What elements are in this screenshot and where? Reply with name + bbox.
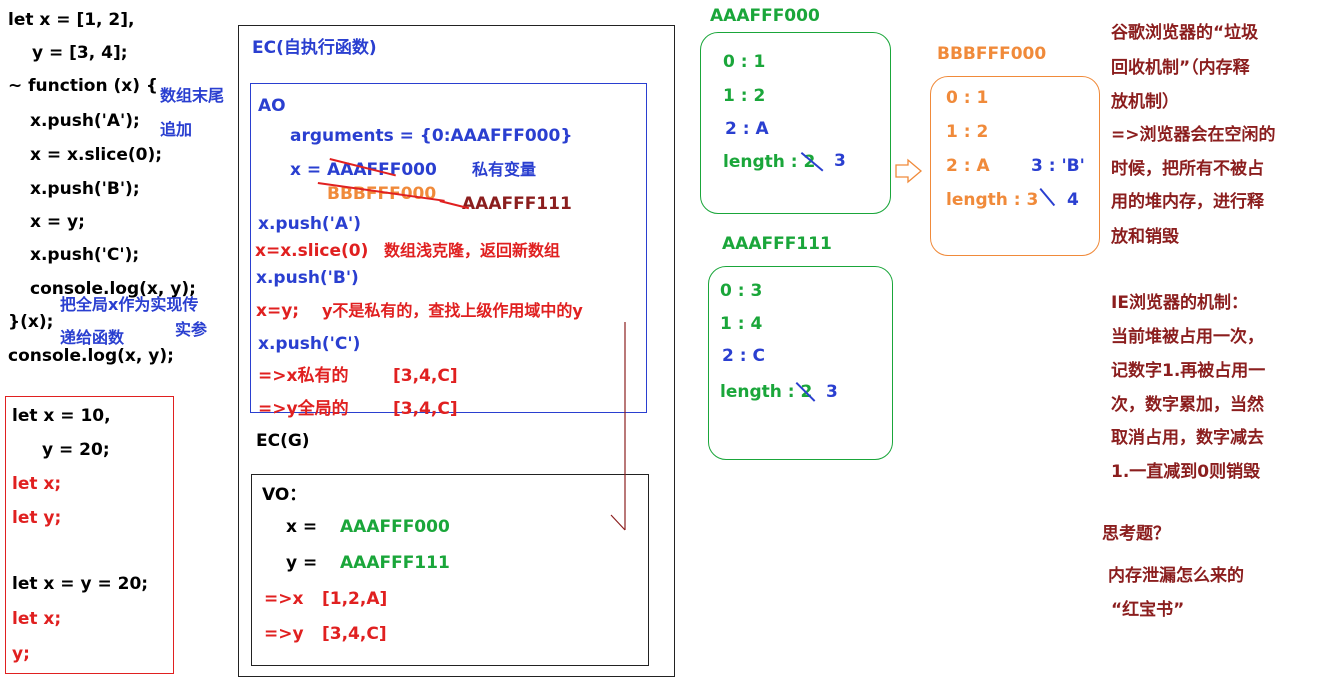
result-value: [3,4,C] — [393, 399, 458, 419]
code-line: x.push('C'); — [30, 245, 140, 265]
ec-outer-box — [238, 25, 675, 677]
heap-length-new: 3 — [826, 382, 838, 402]
heap-entry: 0 : 1 — [723, 52, 766, 72]
code-line: y; — [12, 644, 30, 664]
annotation-note: 实参 — [175, 320, 208, 339]
heap-entry: 0 : 1 — [946, 88, 989, 108]
vo-box — [251, 474, 649, 666]
scope-arrow — [610, 322, 626, 531]
vo-y-value: AAAFFF111 — [340, 553, 450, 573]
annotation-note: 把全局x作为实现传 — [60, 295, 199, 314]
heap-label: BBBFFF000 — [937, 44, 1047, 64]
heap-box-aaafff000 — [700, 32, 891, 214]
code-line: y = 20; — [42, 440, 110, 460]
code-line: let x = y = 20; — [12, 574, 149, 594]
code-line: }(x); — [8, 312, 54, 332]
aaa111-address: AAAFFF111 — [462, 194, 572, 214]
code-line: y = [3, 4]; — [32, 43, 128, 63]
question-text: “红宝书” — [1111, 600, 1185, 620]
ao-label: AO — [258, 96, 286, 116]
code-line: console.log(x, y); — [8, 346, 174, 366]
heap-entry: 1 : 4 — [720, 314, 763, 334]
note-line: 用的堆内存，进行释 — [1111, 192, 1264, 212]
heap-entry: 2 : C — [722, 346, 765, 366]
step-line: x=y; — [256, 301, 300, 321]
note-line: 次，数字累加，当然 — [1111, 395, 1264, 415]
heap-entry: 1 : 2 — [946, 122, 989, 142]
result-value: [3,4,C] — [393, 366, 458, 386]
annotation-note: 数组末尾 — [160, 86, 225, 105]
x-assign: x = AAAFFF000 — [290, 160, 437, 180]
heap-length: length : 2 — [720, 382, 813, 402]
heap-length-new: 3 — [834, 151, 846, 171]
heap-length: length : 3 — [946, 190, 1039, 210]
annotation-note: 追加 — [160, 120, 193, 139]
note-line: 时候，把所有不被占 — [1111, 159, 1264, 179]
vo-result: =>x — [264, 589, 304, 609]
vo-result: =>y — [264, 624, 304, 644]
ecg-label: EC(G) — [256, 431, 310, 451]
red-code-box — [5, 396, 174, 674]
heap-label: AAAFFF111 — [722, 234, 832, 254]
code-line: let x = [1, 2], — [8, 10, 135, 30]
note-line: 回收机制”（内存释 — [1111, 58, 1250, 78]
code-line: let y; — [12, 508, 62, 528]
result-line: =>x私有的 — [258, 366, 349, 386]
heap-box-bbbfff000 — [930, 76, 1100, 256]
private-var-note: 私有变量 — [472, 160, 537, 179]
heap-box-aaafff111 — [708, 266, 893, 460]
question-title: 思考题？ — [1102, 524, 1170, 544]
heap-length-new: 4 — [1067, 190, 1079, 210]
code-line: ~ function (x) { — [8, 76, 159, 96]
note-line: 取消占用，数字减去 — [1111, 428, 1264, 448]
code-line: let x; — [12, 474, 62, 494]
heap-length: length : 2 — [723, 152, 816, 172]
note-line: 记数字1.再被占用一 — [1111, 361, 1266, 381]
step-note: 数组浅克隆，返回新数组 — [384, 241, 561, 260]
step-line: x.push('B') — [256, 268, 359, 288]
vo-result-value: [1,2,A] — [322, 589, 388, 609]
bbb-address: BBBFFF000 — [327, 184, 437, 204]
note-line: =>浏览器会在空闲的 — [1111, 125, 1276, 145]
note-line: 当前堆被占用一次， — [1111, 327, 1264, 347]
heap-entry: 2 : A — [725, 119, 769, 139]
heap-entry: 2 : A — [946, 156, 990, 176]
vo-result-value: [3,4,C] — [322, 624, 387, 644]
heap-entry: 1 : 2 — [723, 86, 766, 106]
vo-x-value: AAAFFF000 — [340, 517, 450, 537]
note-line: 1.一直减到0则销毁 — [1111, 462, 1261, 482]
hollow-arrow-icon — [895, 158, 923, 184]
ao-box — [250, 83, 647, 413]
code-line: x.push('A'); — [30, 111, 140, 131]
vo-x: x = — [286, 517, 318, 537]
code-line: x = x.slice(0); — [30, 145, 163, 165]
note-line: 谷歌浏览器的“垃圾 — [1111, 23, 1259, 43]
step-line: x.push('C') — [258, 334, 361, 354]
heap-entry: 3 : 'B' — [1031, 156, 1085, 176]
vo-label: VO： — [262, 485, 307, 505]
ec-title: EC(自执行函数) — [252, 38, 377, 58]
step-line: x=x.slice(0) — [255, 241, 369, 261]
heap-entry: 0 : 3 — [720, 281, 763, 301]
step-line: x.push('A') — [258, 214, 362, 234]
heap-label: AAAFFF000 — [710, 6, 820, 26]
code-line: x = y; — [30, 212, 85, 232]
code-line: x.push('B'); — [30, 179, 140, 199]
annotation-note: 递给函数 — [60, 328, 125, 347]
vo-y: y = — [286, 553, 318, 573]
result-line: =>y全局的 — [258, 399, 349, 419]
step-note: y不是私有的，查找上级作用域中的y — [322, 301, 583, 320]
code-line: let x = 10, — [12, 406, 111, 426]
code-line: let x; — [12, 609, 62, 629]
note-line: IE浏览器的机制： — [1111, 293, 1248, 313]
arguments-line: arguments = {0:AAAFFF000} — [290, 126, 573, 146]
code-line: console.log(x, y); — [30, 279, 196, 299]
note-line: 放和销毁 — [1111, 227, 1179, 247]
note-line: 放机制） — [1111, 92, 1179, 112]
question-text: 内存泄漏怎么来的 — [1108, 566, 1244, 586]
